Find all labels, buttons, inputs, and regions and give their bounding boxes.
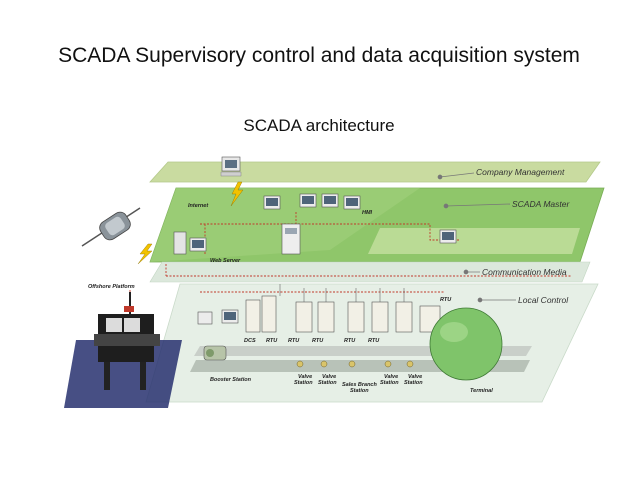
label-valve-station: Station — [318, 380, 337, 386]
booster-pump-icon — [204, 346, 226, 360]
label-rtu: RTU — [266, 338, 278, 344]
valve-icon — [297, 361, 303, 367]
label-booster-station: Booster Station — [210, 377, 252, 383]
label-rtu: RTU — [344, 338, 356, 344]
scada-master-panel — [368, 228, 580, 254]
label-internet: Internet — [188, 203, 209, 209]
label-valve-station: Station — [404, 380, 423, 386]
label-terminal: Terminal — [470, 388, 493, 394]
label-web-server: Web Server — [210, 258, 241, 264]
master-panel-computer — [440, 230, 456, 243]
label-valve-station: Station — [380, 380, 399, 386]
valve-icon — [385, 361, 391, 367]
layer-label-local-control: Local Control — [518, 295, 569, 305]
pointer-dot-comm — [464, 270, 468, 274]
pointer-dot-company — [438, 175, 442, 179]
label-offshore-platform: Offshore Platform — [88, 284, 135, 290]
pointer-dot-master — [444, 204, 448, 208]
label-rtu-top: RTU — [440, 297, 452, 303]
layer-label-communication-media: Communication Media — [482, 267, 567, 277]
management-computer-icon — [221, 157, 241, 176]
satellite-icon — [82, 208, 140, 246]
offshore-platform-icon — [64, 292, 182, 408]
lightning-icon — [138, 244, 152, 264]
pointer-dot-local — [478, 298, 482, 302]
label-hmi: HMI — [362, 210, 373, 216]
label-valve-station: Station — [294, 380, 313, 386]
terminal-tank-icon — [430, 308, 502, 380]
label-dcs: DCS — [244, 338, 256, 344]
label-rtu: RTU — [368, 338, 380, 344]
label-rtu: RTU — [288, 338, 300, 344]
valve-icon — [407, 361, 413, 367]
layer-label-scada-master: SCADA Master — [512, 199, 570, 209]
valve-icon — [321, 361, 327, 367]
layer-label-company-management: Company Management — [476, 167, 565, 177]
valve-icon — [349, 361, 355, 367]
label-rtu: RTU — [312, 338, 324, 344]
label-sales-branch-station: Station — [350, 388, 369, 394]
